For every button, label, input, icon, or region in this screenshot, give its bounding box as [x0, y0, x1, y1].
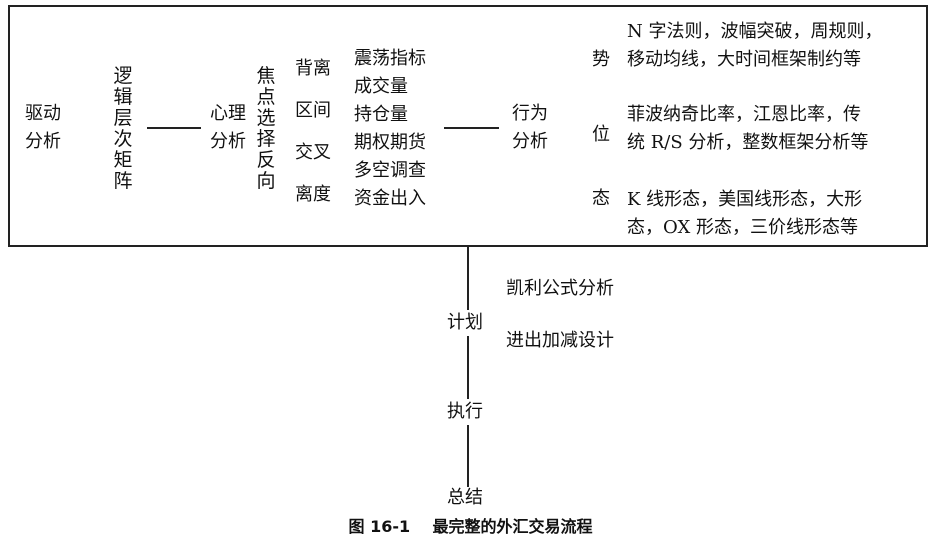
behavior-analysis-label: 行为 分析: [512, 103, 548, 152]
category-pattern-desc: K 线形态，美国线形态，大形 态，OX 形态，三价线形态等: [627, 189, 863, 238]
indicator-item: 期权期货: [354, 132, 426, 153]
indicator-item: 多空调查: [354, 160, 426, 181]
plan-item-entry-exit: 进出加减设计: [506, 330, 614, 351]
connector-indicators-behavior: [444, 127, 499, 129]
focus-reverse-label: 焦点选择反向: [256, 65, 276, 192]
indicator-list: 震荡指标 成交量 持仓量 期权期货 多空调查 资金出入: [354, 45, 426, 213]
logic-matrix-label: 逻辑层次矩阵: [113, 65, 133, 192]
category-position-desc: 菲波纳奇比率，江恩比率，传 统 R/S 分析，整数框架分析等: [627, 104, 869, 153]
execute-label: 执行: [447, 399, 483, 425]
indicator-item: 资金出入: [354, 188, 426, 209]
figure-caption: 图 16-1 最完整的外汇交易流程: [348, 517, 593, 536]
connector-matrix-psych: [147, 127, 201, 129]
category-position-key: 位: [592, 124, 610, 145]
category-trend-key: 势: [592, 49, 610, 70]
flow-line: [467, 247, 469, 487]
indicator-item: 成交量: [354, 76, 408, 97]
drive-analysis-label: 驱动 分析: [25, 103, 61, 152]
plan-item-kelly: 凯利公式分析: [506, 278, 614, 299]
indicator-item: 持仓量: [354, 104, 408, 125]
indicator-item: 震荡指标: [354, 48, 426, 69]
top-frame: [8, 5, 928, 247]
plan-label: 计划: [447, 310, 483, 336]
label-range: 区间: [295, 100, 331, 121]
category-trend-desc: N 字法则，波幅突破，周规则， 移动均线，大时间框架制约等: [627, 21, 883, 70]
summary-label: 总结: [447, 487, 483, 509]
signal-labels: 背离 区间 交叉 离度: [295, 48, 331, 216]
label-deviation: 离度: [295, 184, 331, 205]
category-pattern-key: 态: [592, 188, 610, 209]
label-divergence: 背离: [295, 58, 331, 79]
label-cross: 交叉: [295, 142, 331, 163]
psych-analysis-label: 心理 分析: [210, 103, 246, 152]
